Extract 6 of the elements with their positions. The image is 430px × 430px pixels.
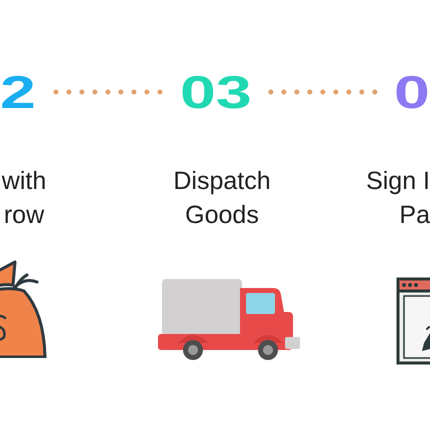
step-number: 2 [0, 69, 36, 115]
step-number: 03 [180, 69, 252, 115]
step-label: with row [0, 166, 48, 231]
step-number: 0 [394, 69, 430, 115]
step-label: Dispatch Goods [172, 166, 272, 231]
step-label: Sign I Pa [365, 166, 430, 231]
